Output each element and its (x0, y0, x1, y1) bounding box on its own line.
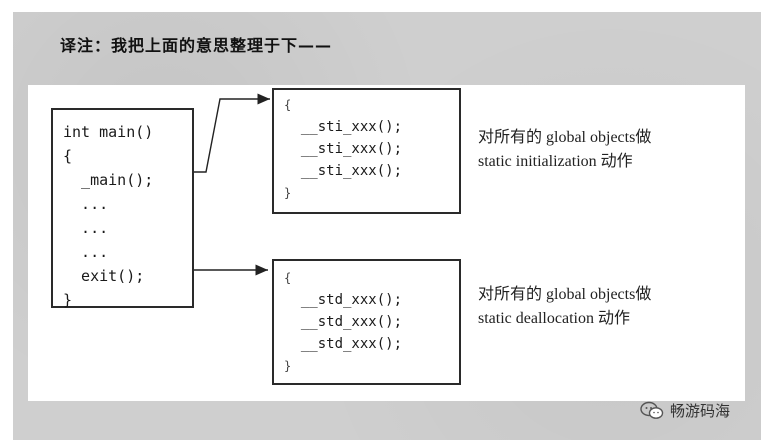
watermark-text: 畅游码海 (670, 402, 731, 420)
code-line: int main() (63, 123, 154, 141)
wechat-icon (640, 401, 664, 419)
code-line: } (63, 291, 73, 309)
code-line: __std_xxx(); (284, 292, 403, 308)
code-line: _main(); (63, 171, 154, 189)
code-line: ... (63, 219, 109, 237)
code-line: } (284, 186, 292, 200)
watermark: 畅游码海 (640, 400, 730, 421)
desc-line: static initialization 动作 (478, 153, 633, 170)
code-line: __sti_xxx(); (284, 141, 403, 157)
code-line: { (284, 271, 292, 285)
code-line: } (284, 359, 292, 373)
sti-code-box: { __sti_xxx(); __sti_xxx(); __sti_xxx();… (272, 88, 461, 214)
desc-line: 对所有的 global objects做 (478, 286, 652, 303)
code-line: { (284, 98, 292, 112)
code-line: { (63, 147, 73, 165)
desc-line: 对所有的 global objects做 (478, 129, 652, 146)
code-line: __sti_xxx(); (284, 163, 403, 179)
translator-note: 译注：我把上面的意思整理于下—— (60, 36, 333, 55)
std-code-box: { __std_xxx(); __std_xxx(); __std_xxx();… (272, 259, 461, 385)
code-line: ... (63, 195, 109, 213)
code-line: exit(); (63, 267, 145, 285)
code-line: __std_xxx(); (284, 336, 403, 352)
std-description: 对所有的 global objects做 static deallocation… (478, 283, 651, 331)
code-line: __std_xxx(); (284, 314, 403, 330)
desc-line: static deallocation 动作 (478, 310, 630, 327)
arrow-to-sti (186, 93, 270, 173)
main-code-box: int main() { _main(); ... ... ... exit()… (51, 108, 194, 309)
sti-description: 对所有的 global objects做 static initializati… (478, 126, 651, 174)
code-line: ... (63, 243, 109, 261)
code-line: __sti_xxx(); (284, 119, 403, 135)
